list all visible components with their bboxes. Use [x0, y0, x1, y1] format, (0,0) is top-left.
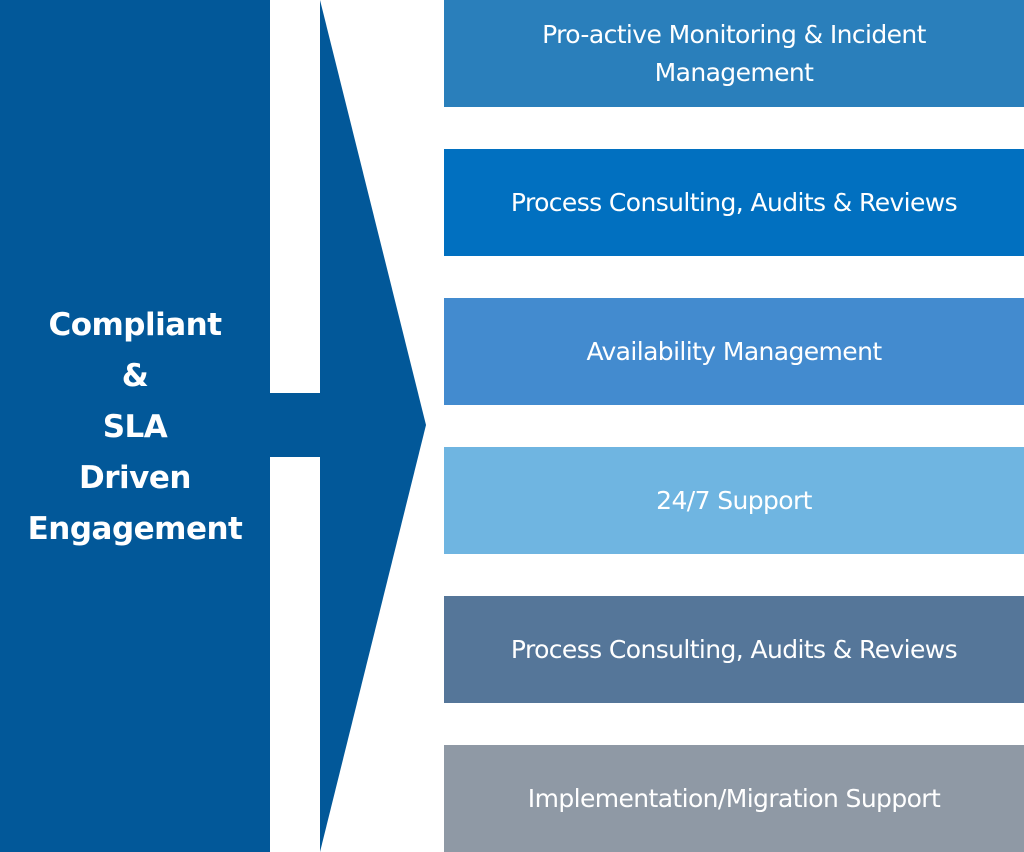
arrow-head	[320, 0, 426, 852]
left-title-line: Driven	[79, 460, 191, 496]
service-box-label: Pro-active Monitoring & Incident Managem…	[542, 19, 926, 87]
left-title-line: Engagement	[27, 511, 243, 547]
service-box-implementation: Implementation/Migration Support	[444, 745, 1024, 852]
service-box-process-consulting-2: Process Consulting, Audits & Reviews	[444, 596, 1024, 703]
service-box-availability: Availability Management	[444, 298, 1024, 405]
service-box-label: Process Consulting, Audits & Reviews	[510, 634, 958, 664]
service-box-label: Implementation/Migration Support	[527, 783, 941, 813]
service-box-label: Availability Management	[586, 336, 882, 366]
left-title-line: &	[121, 358, 149, 394]
service-box-label: 24/7 Support	[656, 485, 812, 515]
service-box-process-consulting: Process Consulting, Audits & Reviews	[444, 149, 1024, 256]
service-box-monitoring: Pro-active Monitoring & Incident Managem…	[444, 0, 1024, 107]
left-title: Compliant & SLA Driven Engagement	[0, 300, 270, 555]
connector-bar	[270, 393, 322, 457]
left-panel	[0, 0, 270, 852]
left-title-line: Compliant	[48, 307, 222, 343]
left-title-line: SLA	[102, 409, 168, 445]
service-box-label: Process Consulting, Audits & Reviews	[510, 187, 958, 217]
service-box-support: 24/7 Support	[444, 447, 1024, 554]
